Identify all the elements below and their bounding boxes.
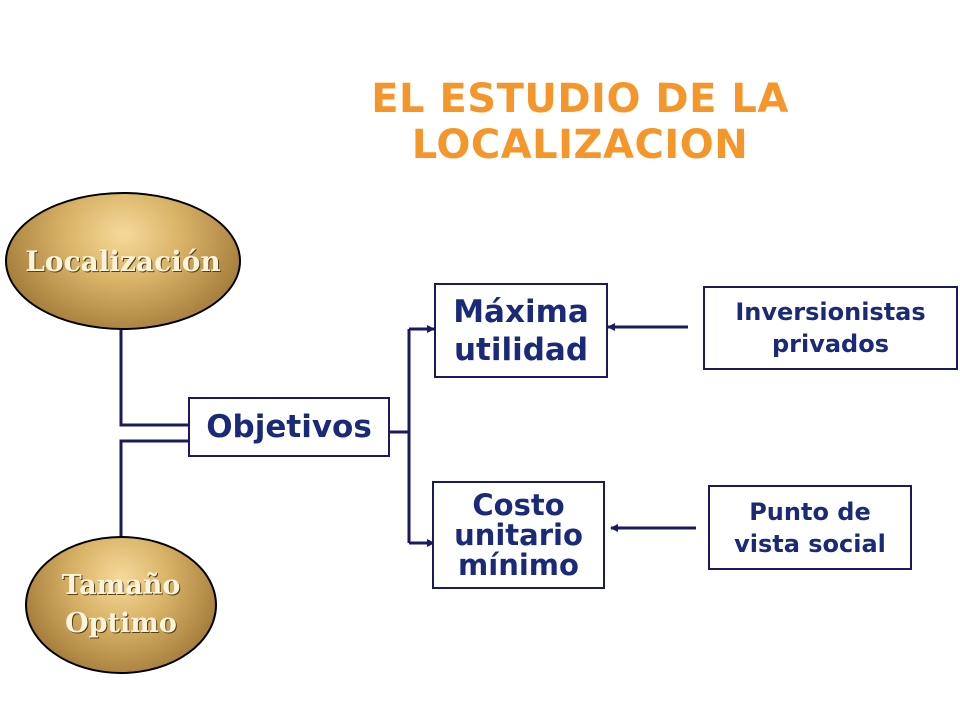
localizacion-oval: Localización xyxy=(5,192,241,330)
objetivos-box: Objetivos xyxy=(188,397,390,457)
maxima-label-line-2: utilidad xyxy=(453,331,589,368)
punto-label-line-1: Punto de xyxy=(749,497,871,526)
tamano-optimo-oval: Tamaño Optimo xyxy=(25,536,217,674)
tamano-label-line-2: Optimo xyxy=(65,608,177,639)
punto-label-line-2: vista social xyxy=(734,529,886,558)
costo-unitario-box: Costo unitario mínimo xyxy=(432,481,605,589)
title-line-1: EL ESTUDIO DE LA xyxy=(371,76,789,122)
inversionistas-box: Inversionistas privados xyxy=(703,286,958,370)
costo-label-line-1: Costo xyxy=(472,488,565,522)
inversionistas-label-line-2: privados xyxy=(771,330,890,358)
punto-vista-box: Punto de vista social xyxy=(708,485,912,570)
costo-label-line-2: unitario xyxy=(454,518,583,552)
tamano-label-line-1: Tamaño xyxy=(61,570,181,601)
costo-label-line-3: mínimo xyxy=(458,548,579,582)
inversionistas-label-line-1: Inversionistas xyxy=(735,298,926,326)
localizacion-label: Localización xyxy=(25,244,221,278)
page-title: EL ESTUDIO DE LA LOCALIZACION xyxy=(300,76,860,168)
line-localizacion-objetivos xyxy=(119,330,200,427)
title-line-2: LOCALIZACION xyxy=(411,122,749,168)
maxima-utilidad-box: Máxima utilidad xyxy=(434,283,608,378)
objetivos-label: Objetivos xyxy=(206,409,372,445)
maxima-label-line-1: Máxima xyxy=(453,293,589,330)
line-tamano-objetivos xyxy=(119,439,200,538)
